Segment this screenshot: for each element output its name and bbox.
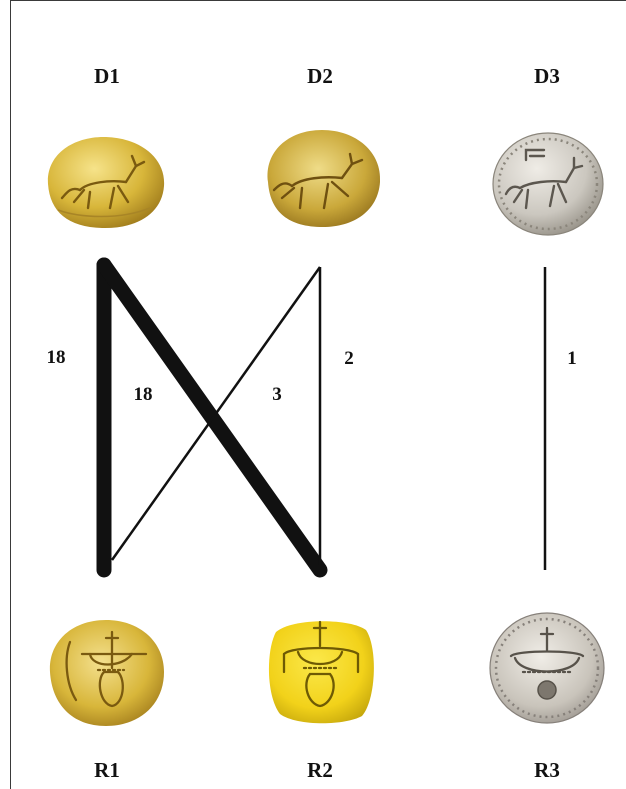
link-count-d2-r1: 3 xyxy=(272,384,282,406)
link-count-d1-r2: 18 xyxy=(134,384,153,406)
link-count-d3-r3: 1 xyxy=(567,348,577,370)
link-count-d1-r1: 18 xyxy=(47,347,66,369)
coin-r2-cauldron xyxy=(262,612,380,730)
coin-r1-cauldron xyxy=(42,614,170,730)
link-count-d2-r2: 2 xyxy=(344,348,354,370)
coin-r3-cauldron xyxy=(487,610,607,726)
